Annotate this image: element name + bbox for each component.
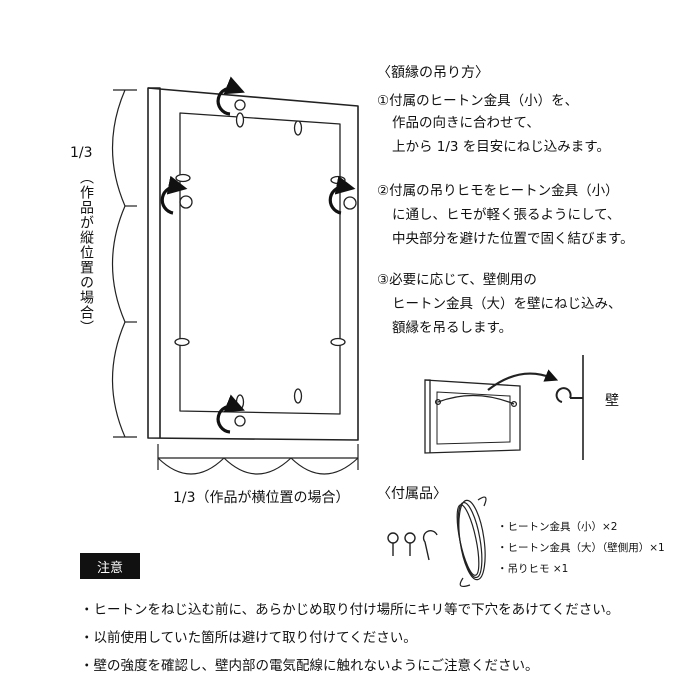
horizontal-ratio-caption: 1/3（作品が横位置の場合） <box>173 490 350 506</box>
note-1: ・ヒートンをねじ込む前に、あらかじめ取り付け場所にキリ等で下穴をあけてください。 <box>80 602 620 618</box>
accessories-heading: 〈付属品〉 <box>377 486 447 502</box>
step-3-line-1: ③必要に応じて、壁側用の <box>377 272 537 288</box>
step-3-line-3: 額縁を吊るします。 <box>392 320 513 336</box>
accessory-item-3: ・吊りヒモ ×1 <box>497 563 569 575</box>
instructions-heading: 〈額縁の吊り方〉 <box>377 65 489 81</box>
frame-hooks <box>174 99 357 427</box>
string-coil <box>456 496 487 588</box>
step-2-line-1: ②付属の吊りヒモをヒートン金具（小） <box>377 183 619 199</box>
accessory-drawings <box>387 496 487 588</box>
note-2: ・以前使用していた箇所は避けて取り付けてください。 <box>80 630 417 646</box>
vertical-position-caption: （作品が縦位置の場合） <box>78 170 94 335</box>
step-1-line-1: ①付属のヒートン金具（小）を、 <box>377 93 579 109</box>
note-3: ・壁の強度を確認し、壁内部の電気配線に触れないようにご注意ください。 <box>80 658 539 674</box>
step-3-line-2: ヒートン金具（大）を壁にねじ込み、 <box>392 296 622 312</box>
small-frame-illustration <box>424 355 584 460</box>
accessory-item-2: ・ヒートン金具（大）（壁側用）×1 <box>497 542 665 554</box>
step-1-line-3: 上から 1/3 を目安にねじ込みます。 <box>392 139 610 155</box>
rotation-arrows <box>160 76 356 434</box>
accessory-item-1: ・ヒートン金具（小）×2 <box>497 521 618 533</box>
step-1-line-2: 作品の向きに合わせて、 <box>392 115 540 131</box>
vertical-dimension <box>111 89 137 438</box>
picture-frame <box>147 87 359 441</box>
caution-badge: 注意 <box>80 553 140 579</box>
wall-label: 壁 <box>605 393 619 409</box>
vertical-ratio-label: 1/3 <box>70 145 93 161</box>
horizontal-dimension <box>157 444 359 475</box>
step-2-line-2: に通し、ヒモが軽く張るようにして、 <box>392 207 621 223</box>
step-2-line-3: 中央部分を避けた位置で固く結びます。 <box>392 231 634 247</box>
